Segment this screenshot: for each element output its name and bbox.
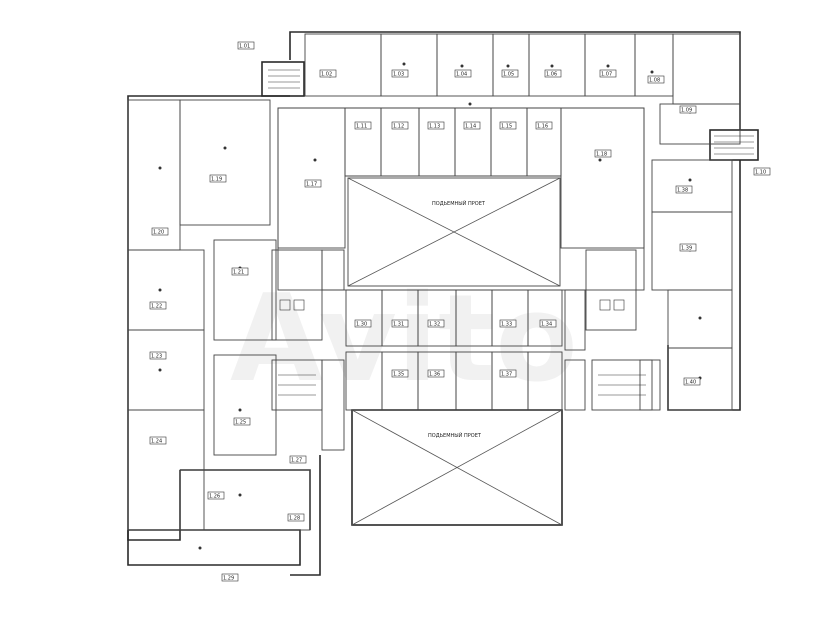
room-tag: 1.16	[537, 124, 548, 130]
lower-lift-void: ПОДЬЕМНЫЙ ПРОЕТ	[351, 409, 563, 526]
room-tag: 1.34	[541, 322, 552, 328]
lower-void-label: ПОДЬЕМНЫЙ ПРОЕТ	[428, 432, 482, 439]
left-rooms	[127, 99, 311, 531]
room-tag: 1.24	[151, 439, 162, 445]
upper-lift-void: ПОДЬЕМНЫЙ ПРОЕТ	[347, 177, 561, 287]
room-tag: 1.23	[151, 354, 162, 360]
upper-void-label: ПОДЬЕМНЫЙ ПРОЕТ	[432, 200, 486, 207]
room-tag: 1.37	[501, 372, 512, 378]
room-tag: 1.36	[429, 372, 440, 378]
room-tag: 1.20	[153, 230, 164, 236]
room-tags: 1.01 1.02 1.03 1.04 1.05 1.06 1.07 1.08 …	[149, 41, 771, 582]
room-tag: 1.21	[233, 270, 244, 276]
room-tag: 1.10	[755, 170, 766, 176]
room-tag: 1.17	[306, 182, 317, 188]
room-tag: 1.06	[546, 72, 557, 78]
room-tag: 1.40	[685, 380, 696, 386]
room-tag: 1.11	[356, 124, 367, 130]
room-tag: 1.19	[211, 177, 222, 183]
room-tag: 1.32	[429, 322, 440, 328]
middle-office-rows	[345, 289, 563, 411]
room-tag: 1.22	[151, 304, 162, 310]
room-tag: 1.18	[596, 152, 607, 158]
room-tag: 1.35	[393, 372, 404, 378]
room-tag: 1.38	[677, 188, 688, 194]
corridor-upper	[277, 107, 645, 291]
room-tag: 1.28	[289, 516, 300, 522]
room-tag: 1.27	[291, 458, 302, 464]
room-tag: 1.25	[235, 420, 246, 426]
room-tag: 1.12	[393, 124, 404, 130]
room-tag: 1.29	[223, 576, 234, 582]
room-tag: 1.13	[429, 124, 440, 130]
room-tag: 1.14	[465, 124, 476, 130]
right-rooms	[651, 159, 733, 411]
room-tag: 1.08	[649, 78, 660, 84]
room-tag: 1.01	[239, 44, 250, 50]
room-tag: 1.02	[321, 72, 332, 78]
room-tag: 1.31	[393, 322, 404, 328]
room-tag: 1.05	[503, 72, 514, 78]
room-tag: 1.26	[209, 494, 220, 500]
room-tag: 1.15	[501, 124, 512, 130]
room-tag: 1.07	[601, 72, 612, 78]
room-tag: 1.03	[393, 72, 404, 78]
top-room-row	[304, 33, 741, 145]
room-tag: 1.30	[356, 322, 367, 328]
room-tag: 1.33	[501, 322, 512, 328]
room-tag: 1.04	[456, 72, 467, 78]
service-cores	[268, 69, 754, 451]
room-tag: 1.39	[681, 246, 692, 252]
room-tag: 1.09	[681, 108, 692, 114]
watermark: Avito	[230, 270, 578, 409]
